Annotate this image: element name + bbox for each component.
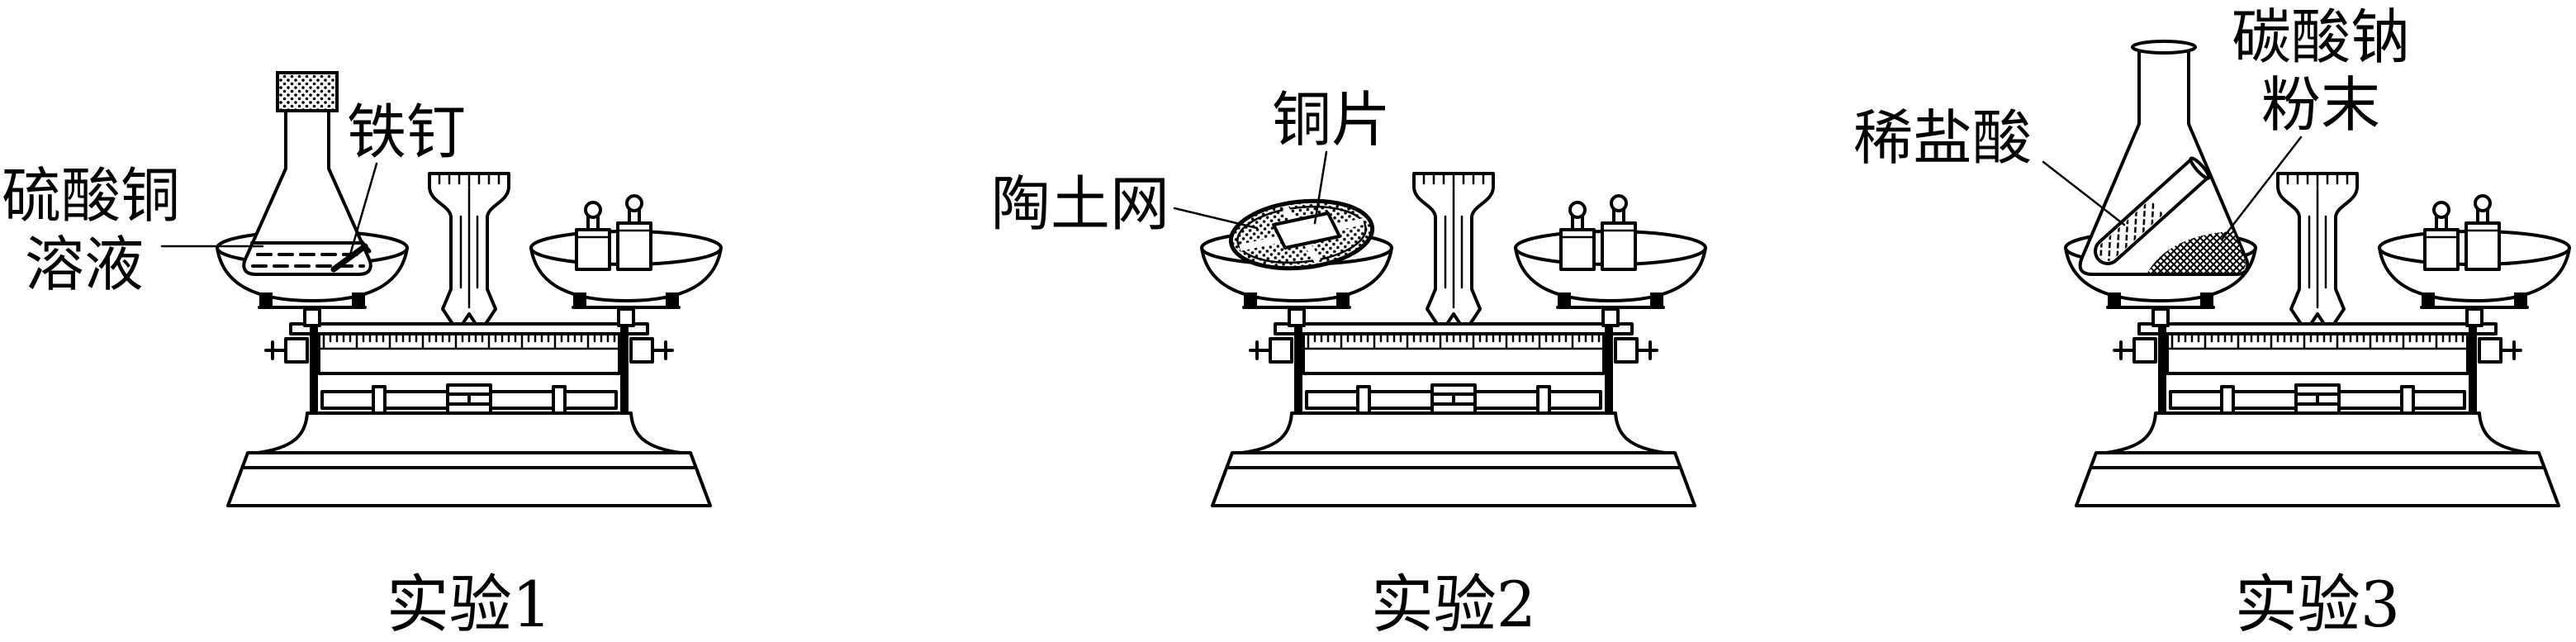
dilute-hydrochloric-acid — [2098, 199, 2164, 261]
conical-flask — [2078, 40, 2250, 276]
experiment-2: 铜片 陶土网 实验2 — [991, 85, 1705, 641]
label-dilute-hydrochloric-acid: 稀盐酸 — [1853, 103, 2032, 173]
ceramic-mesh-inner-ring — [1236, 205, 1367, 264]
test-tube-mouth — [2189, 156, 2211, 180]
experiment-1: 硫酸铜 溶液 铁钉 实验1 — [2, 71, 721, 641]
conical-flask-mouth — [2131, 40, 2197, 55]
stoppered-flask — [242, 71, 372, 276]
caption-experiment-1: 实验1 — [387, 568, 552, 641]
label-iron-nail: 铁钉 — [347, 97, 466, 167]
flask-body — [242, 107, 372, 276]
label-solution: 溶液 — [25, 230, 144, 299]
sodium-carbonate-powder — [2147, 231, 2246, 273]
label-copper-sheet: 铜片 — [1272, 85, 1391, 155]
powder-leader-line — [2220, 136, 2303, 241]
label-sodium-carbonate: 碳酸钠 — [2232, 2, 2410, 72]
test-tube — [2094, 156, 2211, 265]
nail-leader-line — [349, 162, 378, 256]
acid-leader-line — [2042, 160, 2126, 226]
conical-flask-body — [2078, 51, 2250, 276]
caption-experiment-2: 实验2 — [1371, 568, 1536, 641]
label-copper-sulfate: 硫酸铜 — [2, 161, 180, 231]
copper-sheet — [1272, 212, 1341, 250]
label-ceramic-mesh: 陶土网 — [991, 169, 1169, 239]
experiment-3: 碳酸钠 粉末 稀盐酸 实验3 — [1853, 2, 2569, 641]
label-powder: 粉末 — [2261, 70, 2380, 140]
iron-nail — [330, 239, 372, 273]
caption-experiment-3: 实验3 — [2235, 568, 2400, 641]
copper-leader-line — [1313, 150, 1328, 225]
mesh-leader-line — [1173, 207, 1259, 230]
rubber-stopper — [276, 71, 339, 112]
